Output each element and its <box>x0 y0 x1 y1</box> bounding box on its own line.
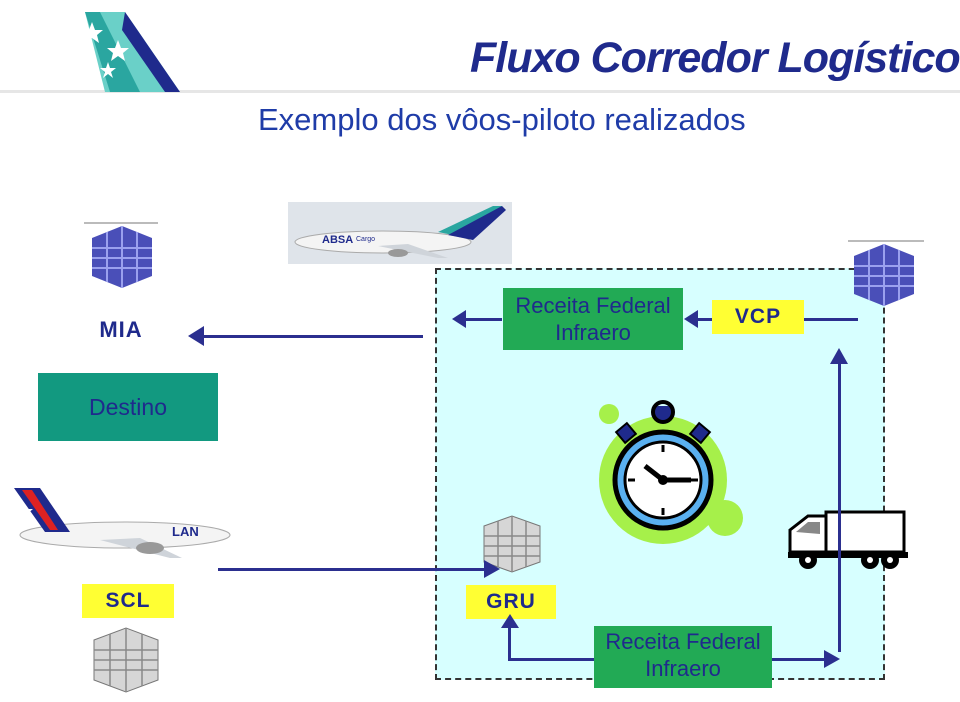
cargo-pallet-icon <box>848 240 924 306</box>
arrowhead-left-icon <box>188 326 204 346</box>
airline-tail-logo <box>81 12 180 92</box>
arrowhead-right-icon <box>824 650 840 668</box>
receita-bottom-line1: Receita Federal <box>605 629 761 654</box>
vcp-label: VCP <box>712 300 804 334</box>
arrowhead-up-icon <box>830 348 848 364</box>
flow-arrow-to-mia <box>198 335 423 338</box>
flow-arrow-receita-right <box>772 658 826 661</box>
truck-icon <box>788 510 908 569</box>
receita-infraero-top-label: Receita Federal Infraero <box>503 288 683 350</box>
flow-line-gru-down <box>508 620 511 660</box>
receita-top-line2: Infraero <box>555 320 631 345</box>
flow-arrow-scl-to-gru <box>218 568 486 571</box>
header-divider <box>0 90 960 93</box>
arrowhead-up-icon <box>501 614 519 628</box>
absa-plane-photo: ABSA Cargo <box>288 202 512 264</box>
arrowhead-left-icon <box>684 310 698 328</box>
absa-cargo-text: Cargo <box>356 236 376 243</box>
mia-label: MIA <box>74 312 168 348</box>
flow-line-into-vcp <box>804 318 858 321</box>
scl-label: SCL <box>82 584 174 618</box>
receita-infraero-bottom-label: Receita Federal Infraero <box>594 626 772 688</box>
lan-plane-photo: LAN <box>0 480 240 570</box>
destino-label: Destino <box>38 373 218 441</box>
arrowhead-right-icon <box>484 560 500 578</box>
arrowhead-left-icon <box>452 310 466 328</box>
airplane-icon <box>11 488 231 558</box>
gru-label: GRU <box>466 585 556 619</box>
flow-line-gru-to-receita <box>508 658 594 661</box>
stopwatch-icon <box>599 400 743 544</box>
airplane-icon <box>294 206 506 258</box>
page-subtitle: Exemplo dos vôos-piloto realizados <box>258 102 746 137</box>
lan-logo-text: LAN <box>172 524 199 539</box>
receita-top-line1: Receita Federal <box>515 293 671 318</box>
flow-arrow-up-to-vcp <box>838 362 841 652</box>
page-title: Fluxo Corredor Logístico <box>470 34 960 82</box>
absa-logo-text: ABSA <box>322 234 354 246</box>
cargo-pallet-icon <box>93 627 159 693</box>
receita-bottom-line2: Infraero <box>645 656 721 681</box>
cargo-pallet-icon <box>84 222 158 288</box>
flow-arrow-receita-left <box>462 318 502 321</box>
flow-arrow-vcp-left <box>696 318 712 321</box>
